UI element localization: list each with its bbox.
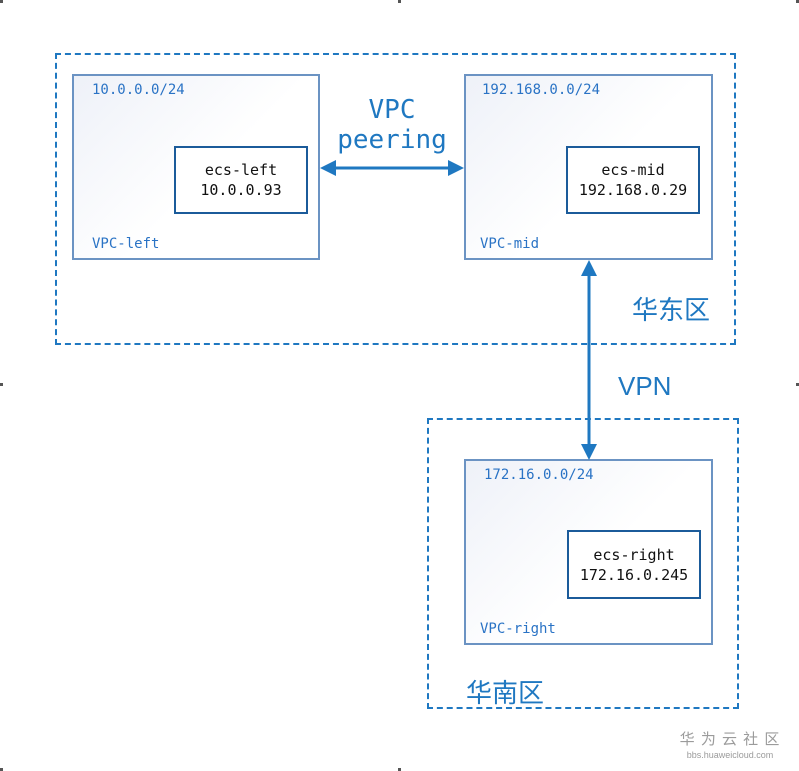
watermark-url: bbs.huaweicloud.com: [686, 750, 774, 760]
vpc-mid-cidr: 192.168.0.0/24: [482, 82, 601, 98]
ecs-mid-ip: 192.168.0.29: [578, 181, 688, 199]
region-south-china-label: 华南区: [466, 678, 545, 708]
resize-handle-bottom[interactable]: [398, 768, 401, 771]
resize-handle-top[interactable]: [398, 0, 401, 3]
resize-handle-bottom-left[interactable]: [0, 768, 3, 771]
vpc-left-cidr: 10.0.0.0/24: [92, 82, 185, 98]
vpc-right-cidr: 172.16.0.0/24: [484, 467, 594, 483]
vpc-peering-label-line2: peering: [337, 125, 447, 155]
arrowhead-right-icon: [448, 160, 464, 176]
vpc-right-name: VPC-right: [480, 621, 556, 637]
region-east-china[interactable]: [55, 53, 736, 345]
ecs-left-ip: 10.0.0.93: [200, 181, 282, 199]
arrowhead-down-icon: [581, 444, 597, 460]
vpn-label: VPN: [618, 371, 672, 401]
resize-handle-top-right[interactable]: [796, 0, 799, 3]
vpn-arrow[interactable]: [581, 260, 597, 460]
resize-handle-top-left[interactable]: [0, 0, 3, 3]
ecs-mid-box[interactable]: ecs-mid 192.168.0.29: [566, 146, 700, 214]
vpc-left-box[interactable]: 10.0.0.0/24 VPC-left ecs-left 10.0.0.93: [72, 74, 320, 260]
region-south-china[interactable]: [427, 418, 739, 709]
arrowhead-left-icon: [320, 160, 336, 176]
vpc-peering-label: VPC peering: [332, 95, 452, 155]
vpc-peering-arrow[interactable]: [320, 160, 464, 176]
watermark: 华 为 云 社 区 bbs.huaweicloud.com: [670, 731, 790, 761]
ecs-right-name: ecs-right: [593, 545, 675, 564]
vpc-left-name: VPC-left: [92, 236, 160, 252]
vpc-right-box[interactable]: 172.16.0.0/24 VPC-right ecs-right 172.16…: [464, 459, 713, 645]
vpc-mid-box[interactable]: 192.168.0.0/24 VPC-mid ecs-mid 192.168.0…: [464, 74, 713, 260]
vpc-peering-label-line1: VPC: [368, 95, 416, 125]
ecs-left-name: ecs-left: [204, 161, 278, 179]
ecs-right-box[interactable]: ecs-right 172.16.0.245: [567, 530, 701, 599]
watermark-title: 华 为 云 社 区: [679, 731, 781, 748]
resize-handle-right[interactable]: [796, 383, 799, 386]
resize-handle-left[interactable]: [0, 383, 3, 386]
arrowhead-up-icon: [581, 260, 597, 276]
region-east-china-label: 华东区: [632, 295, 711, 325]
ecs-right-ip: 172.16.0.245: [579, 565, 689, 584]
ecs-left-box[interactable]: ecs-left 10.0.0.93: [174, 146, 308, 214]
ecs-mid-name: ecs-mid: [601, 161, 665, 179]
vpc-mid-name: VPC-mid: [480, 236, 540, 252]
